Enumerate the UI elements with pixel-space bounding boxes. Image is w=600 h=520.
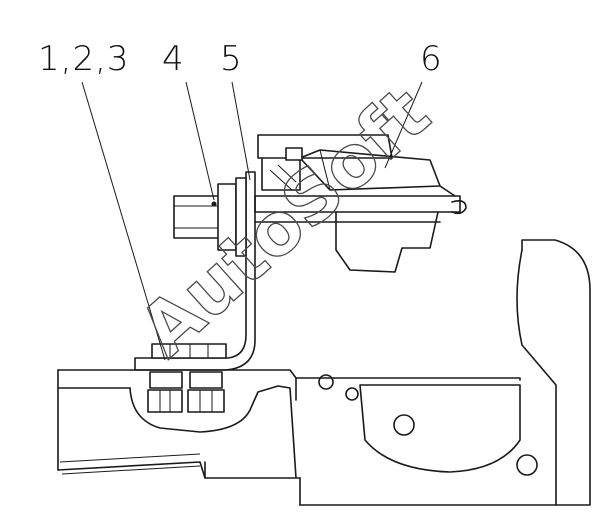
- callout-5: 5: [220, 39, 243, 79]
- horizontal-bolt: [173, 177, 247, 257]
- housing-bracket: [299, 239, 591, 506]
- callout-6: 6: [420, 39, 443, 79]
- callout-4: 4: [162, 39, 185, 79]
- component-body: [254, 134, 467, 273]
- callout-1-2-3: 1,2,3: [38, 39, 130, 79]
- hole-circle: [516, 454, 538, 476]
- bolt-assembly: [147, 343, 227, 413]
- leader-lines: [81, 81, 423, 361]
- hole-circle: [318, 374, 334, 390]
- frame-rail: [57, 369, 521, 479]
- hole-circle: [345, 387, 359, 401]
- bent-plate: [134, 171, 256, 371]
- hole-circle: [393, 414, 415, 436]
